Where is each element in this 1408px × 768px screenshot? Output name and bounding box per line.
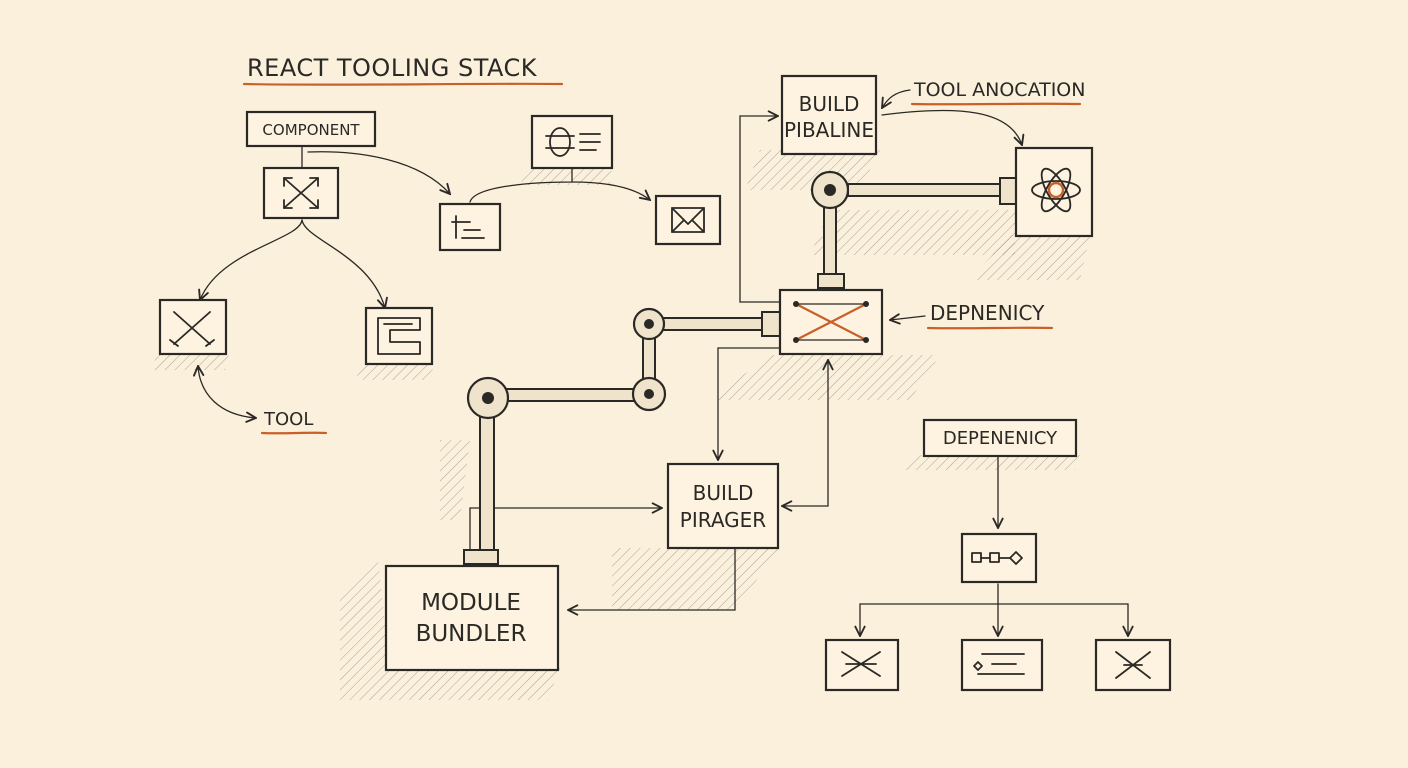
text-lines-icon <box>973 653 1025 675</box>
dependency-hub-node <box>778 288 884 356</box>
build-pipeline-line2: PIBALINE <box>784 118 874 142</box>
arrow-dependency-label <box>890 316 926 320</box>
flowchart-icon <box>971 551 1023 565</box>
dependency-right-label: DEPNENICY <box>926 301 1054 330</box>
arrow-dep-to-manager <box>718 347 781 460</box>
settings-list-node <box>530 114 614 170</box>
tool-allocation-text: TOOL ANOCATION <box>913 79 1085 101</box>
leaf-middle-node <box>960 638 1044 692</box>
arrow-tool <box>198 366 256 418</box>
pipe-flange-dep-left <box>761 311 781 337</box>
arrow-root-to-right <box>301 219 385 308</box>
build-pipeline-node: BUILD PIBALINE <box>780 74 878 156</box>
tool-label-text: TOOL <box>263 409 313 430</box>
cross-icon <box>841 651 881 677</box>
title-underline <box>242 82 564 86</box>
build-manager-line2: PIRAGER <box>680 508 767 532</box>
arrow-manager-to-bundler <box>568 547 736 610</box>
arrow-root-to-left <box>200 219 303 300</box>
tool-underline <box>260 431 328 435</box>
module-bundler-node: MODULE BUNDLER <box>384 564 560 672</box>
arrow-loop-to-pipeline <box>739 116 781 303</box>
joint-top <box>810 170 850 210</box>
pipe-vertical-bundler <box>479 411 495 561</box>
component-child-left-node <box>158 298 228 356</box>
component-root-node <box>262 166 340 220</box>
joint-mid <box>632 307 666 341</box>
react-atom-icon <box>1031 167 1081 213</box>
dependency-right-text: DEPNENICY <box>930 301 1045 325</box>
settings-list-icon <box>545 127 601 157</box>
crossed-links-icon <box>793 301 869 343</box>
arrow-flow-split <box>859 583 1129 605</box>
tool-allocation-label: TOOL ANOCATION <box>910 79 1085 106</box>
joint-bundler <box>466 376 510 420</box>
pipe-flange-bundler <box>463 549 499 565</box>
pipe-horizontal-top <box>847 183 1001 197</box>
arrow-pipeline-to-react <box>881 109 1022 145</box>
dependency-box-label: DEPENENICY <box>943 428 1058 449</box>
component-child-right-node <box>364 306 434 366</box>
crossed-tools-icon <box>169 311 215 347</box>
close-icon <box>1115 651 1151 679</box>
pipe-flange-dep-top <box>817 273 845 289</box>
title-text: REACT TOOLING STACK <box>247 54 538 82</box>
arrow-settings-split <box>469 167 573 203</box>
flow-node <box>960 532 1038 584</box>
pipe-horizontal-low <box>499 388 641 402</box>
pipe-horizontal-mid <box>661 317 765 331</box>
layout-brackets-icon <box>377 317 421 355</box>
tool-label: TOOL <box>260 409 328 435</box>
module-bundler-line2: BUNDLER <box>416 621 527 647</box>
arrow-component-to-list <box>307 151 450 194</box>
joint-lower-right <box>631 376 667 412</box>
arrow-bundler-to-manager <box>469 508 662 553</box>
module-bundler-line1: MODULE <box>421 590 521 616</box>
build-manager-line1: BUILD <box>693 481 754 505</box>
dependency-box: DEPENENICY <box>922 418 1078 458</box>
list-node <box>438 202 502 252</box>
mail-node <box>654 194 722 246</box>
tool-allocation-underline <box>910 102 1082 106</box>
list-icon <box>451 215 485 239</box>
diagram-title: REACT TOOLING STACK <box>242 54 564 86</box>
leaf-left-node <box>824 638 900 692</box>
dependency-right-underline <box>926 326 1054 330</box>
build-pipeline-line1: BUILD <box>799 92 860 116</box>
pipe-vertical-top <box>823 204 837 284</box>
component-label-box: COMPONENT <box>245 110 377 148</box>
pipe-system <box>463 170 1019 565</box>
envelope-icon <box>671 207 705 233</box>
crossed-arrows-icon <box>283 177 319 209</box>
build-manager-node: BUILD PIRAGER <box>666 462 780 550</box>
arrow-manager-to-dep <box>782 360 828 506</box>
leaf-right-node <box>1094 638 1172 692</box>
connectors <box>198 89 1129 636</box>
react-node <box>1014 146 1094 238</box>
arrow-settings-to-mail <box>571 181 650 200</box>
component-label: COMPONENT <box>262 121 360 139</box>
arrow-tool-allocation <box>882 89 911 108</box>
